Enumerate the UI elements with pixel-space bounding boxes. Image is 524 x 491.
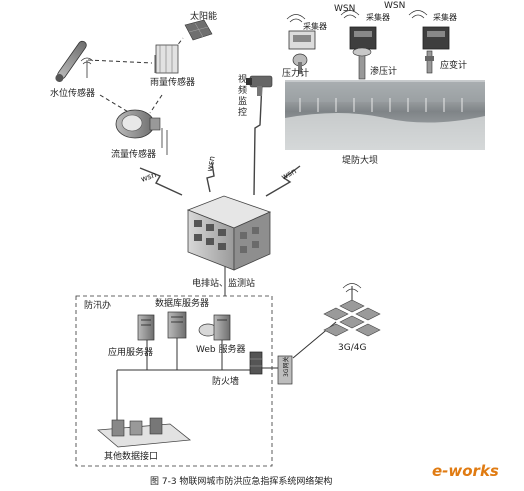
collector-label-1: 采集器	[303, 21, 327, 31]
flood-office-label: 防汛办	[84, 299, 111, 311]
collector-label-3: 采集器	[433, 12, 457, 22]
dam-photo	[285, 80, 485, 150]
web-server-icon	[198, 314, 231, 341]
seepage-gauge-label: 渗压计	[370, 65, 397, 77]
wsn-label-right: wsn	[280, 166, 298, 181]
wsn-label-top-left: WSN	[334, 4, 355, 14]
wsn-link-left	[139, 167, 183, 196]
water-level-sensor-label: 水位传感器	[50, 87, 95, 99]
data-interface-platform-icon	[97, 417, 192, 448]
seepage-gauge-icon	[352, 47, 372, 80]
video-camera-icon	[246, 75, 273, 96]
eworks-logo: e-works	[432, 462, 499, 480]
video-label-4: 控	[238, 106, 247, 118]
video-link	[253, 81, 263, 196]
solar-label: 太阳能	[190, 10, 217, 22]
rain-sensor-label: 雨量传感器	[150, 76, 195, 88]
wireless-links	[139, 81, 301, 197]
network-cloud-icon	[323, 299, 381, 337]
link-water-rain	[87, 59, 153, 64]
data-interface-label: 其他数据接口	[104, 450, 158, 462]
dam-label: 堤防大坝	[342, 154, 378, 166]
db-server-icon	[167, 311, 187, 339]
link-water-flow	[99, 94, 131, 114]
flow-sensor	[115, 109, 168, 155]
web-server-label: Web 服务器	[196, 343, 245, 355]
collector-device-1	[288, 30, 316, 50]
firewall-icon	[249, 351, 263, 375]
wsn-label-top-right: WSN	[384, 1, 405, 11]
link-rain-flow	[149, 94, 163, 114]
figure-caption: 图 7-3 物联网城市防洪应急指挥系统网络架构	[150, 475, 332, 487]
strain-gauge-label: 应变计	[440, 59, 467, 71]
flow-sensor-label: 流量传感器	[111, 148, 156, 160]
wsn-wave-icons	[286, 10, 428, 23]
app-server-label: 应用服务器	[108, 346, 153, 358]
video-label-1: 视	[238, 73, 247, 85]
rain-sensor	[154, 44, 179, 74]
video-label-3: 监	[238, 95, 247, 107]
pressure-gauge-icon	[292, 53, 308, 74]
gateway-label: 3G网关	[282, 357, 290, 377]
wsn-label-mid: wsn	[205, 155, 217, 172]
water-level-sensor	[55, 40, 94, 83]
station-building-icon	[186, 195, 272, 271]
network-label: 3G/4G	[338, 343, 366, 353]
firewall-label: 防火墙	[212, 375, 239, 387]
solar-panel-icon	[184, 19, 213, 41]
collector-device-3	[422, 26, 450, 50]
wsn-link-right	[265, 165, 301, 197]
collector-device-2	[349, 26, 377, 50]
flood-office-boundary	[75, 295, 273, 467]
db-server-label: 数据库服务器	[155, 297, 209, 309]
wsn-label-left: wsn	[140, 170, 158, 184]
station-label: 电排站、监测站	[192, 277, 255, 289]
strain-gauge-icon	[425, 50, 434, 74]
collector-label-2: 采集器	[366, 12, 390, 22]
pressure-gauge-label: 压力计	[282, 67, 309, 79]
gateway-device-icon	[277, 355, 293, 385]
video-label-2: 频	[238, 84, 247, 96]
app-server-icon	[137, 314, 155, 341]
wsn-link-mid	[206, 162, 215, 193]
